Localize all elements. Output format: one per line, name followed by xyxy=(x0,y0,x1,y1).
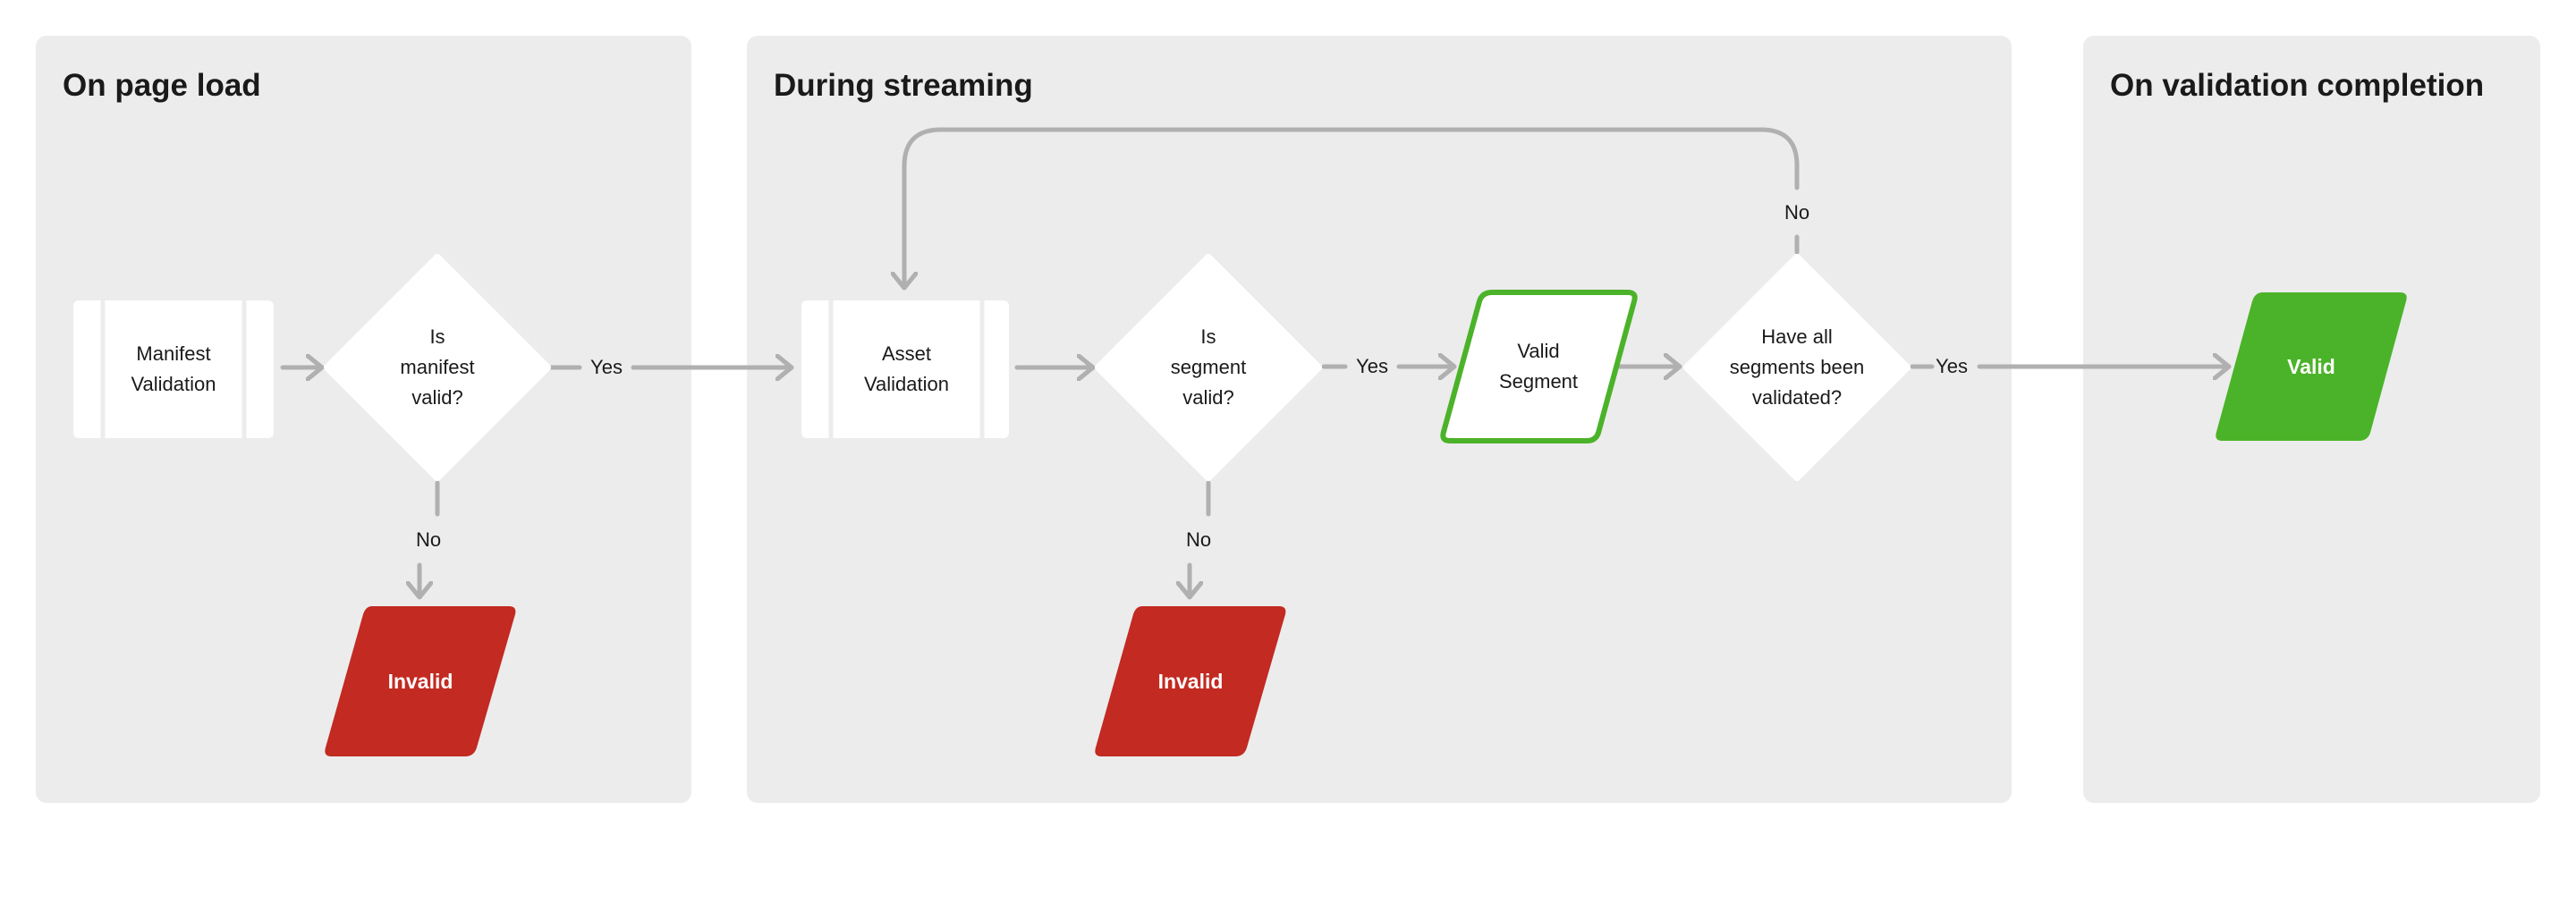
panel-title: On page load xyxy=(63,68,261,103)
edge-label-no: No xyxy=(1185,528,1212,551)
edge-label-yes: Yes xyxy=(1356,355,1388,377)
segment-valid-decision xyxy=(1095,254,1322,481)
connector-loop-back-to-asset xyxy=(904,127,1800,291)
all-validated-decision xyxy=(1683,254,1911,481)
panel-title: During streaming xyxy=(774,68,1033,103)
edge-label-yes: Yes xyxy=(1936,355,1968,377)
edge-label-no: No xyxy=(415,528,442,551)
manifest-validation-node xyxy=(73,300,274,438)
edge-label-no-loop: No xyxy=(1784,201,1810,224)
invalid-output-2 xyxy=(1095,606,1286,756)
valid-segment-node xyxy=(1440,290,1638,443)
invalid-output-1 xyxy=(325,606,516,756)
asset-validation-node xyxy=(801,300,1009,438)
valid-output xyxy=(2216,292,2407,441)
manifest-valid-decision xyxy=(324,254,551,481)
edge-label-yes: Yes xyxy=(590,356,623,378)
panel-title: On validation completion xyxy=(2110,68,2485,103)
